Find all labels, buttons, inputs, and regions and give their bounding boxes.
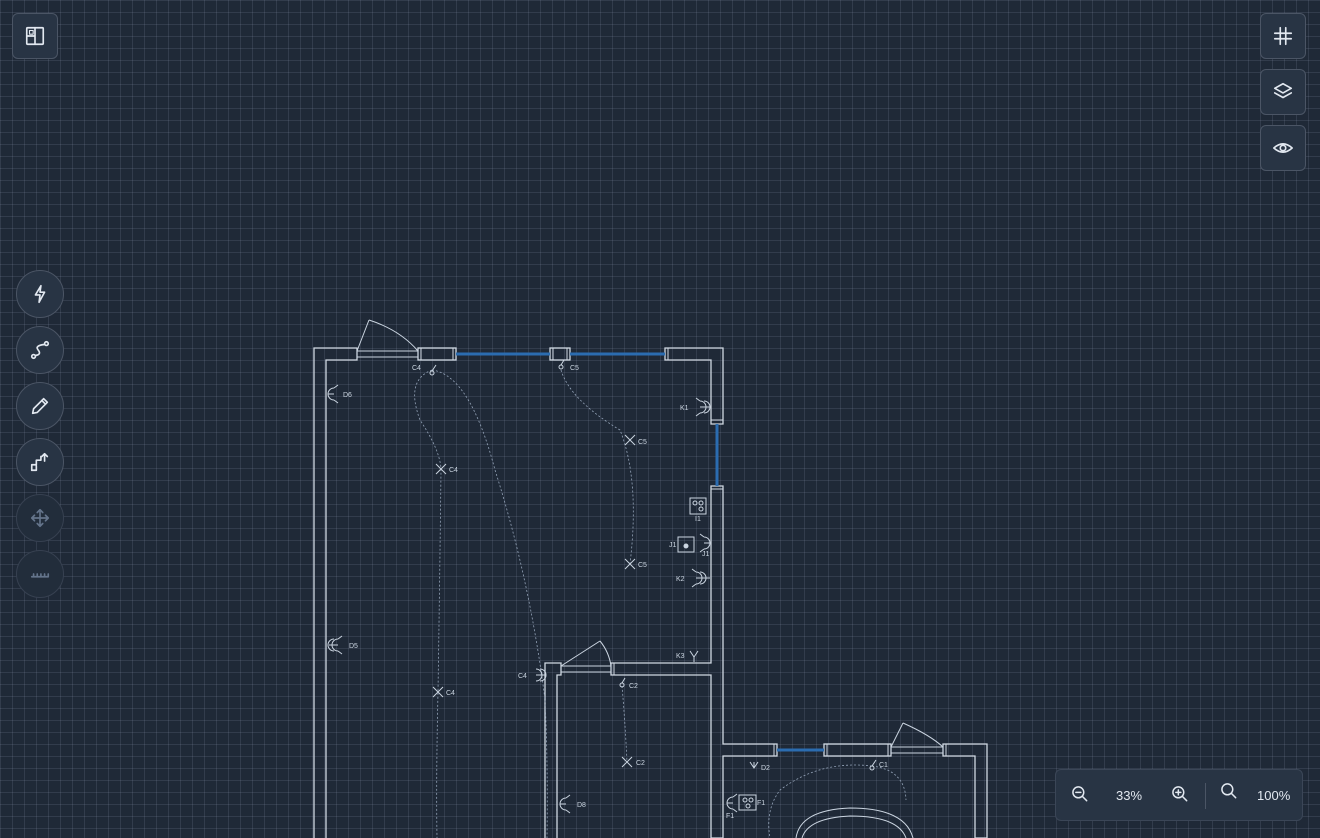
lightning-icon [29,283,51,305]
measure-tool-button[interactable] [16,550,64,598]
label-d6: D6 [343,392,352,399]
label-d5: D5 [349,643,358,650]
ruler-icon [29,563,51,585]
draw-tool-button[interactable] [16,382,64,430]
zoom-controls: 33% 100% [1055,769,1303,821]
eye-icon [1272,137,1294,159]
route-tool-button[interactable] [16,326,64,374]
layout-button[interactable] [12,13,58,59]
layers-button[interactable] [1260,69,1306,115]
zoom-level: 33% [1116,788,1143,803]
label-c5-light1: C5 [638,439,647,446]
label-d8: D8 [577,802,586,809]
label-c4-switch2: C4 [518,673,527,680]
zoom-out-icon [1072,786,1088,802]
search-icon [1221,783,1237,799]
label-j1-right: J1 [702,551,710,558]
plan-labels: C4 C5 D6 K1 C4 C5 I1 J1 J1 K2 C5 D5 C4 K… [343,365,888,820]
label-c4-door: C4 [412,365,421,372]
label-i1: I1 [695,516,701,523]
zoom-divider [1205,783,1206,809]
zoom-reset-label[interactable]: 100% [1257,788,1291,803]
wall-jambs [417,348,947,756]
label-k3: K3 [676,653,685,660]
label-c2-light: C2 [636,760,645,767]
zoom-in-button[interactable] [1170,784,1192,806]
electrical-tool-button[interactable] [16,270,64,318]
label-k1: K1 [680,405,689,412]
label-k2: K2 [676,576,685,583]
layers-icon [1272,81,1294,103]
route-icon [29,339,51,361]
label-f1-below: F1 [726,813,734,820]
hash-icon [1272,25,1294,47]
windows [456,352,824,752]
electrical-symbols [327,359,914,838]
visibility-button[interactable] [1260,125,1306,171]
zoom-out-button[interactable] [1070,784,1092,806]
label-c5-top: C5 [570,365,579,372]
stairs-icon [29,451,51,473]
zoom-reset-button[interactable] [1219,781,1241,803]
stairs-tool-button[interactable] [16,438,64,486]
pencil-icon [29,395,51,417]
move-tool-button[interactable] [16,494,64,542]
label-d2: D2 [761,765,770,772]
label-j1-left: J1 [669,542,677,549]
label-c4-light1: C4 [449,467,458,474]
grid-toggle-button[interactable] [1260,13,1306,59]
zoom-in-icon [1172,786,1188,802]
label-c1: C1 [879,762,888,769]
label-f1-right: F1 [757,800,765,807]
layout-icon [24,25,46,47]
label-c2-switch: C2 [629,683,638,690]
circuit-lines [414,369,907,838]
label-c4-light2: C4 [446,690,455,697]
doors [356,319,944,754]
move-icon [29,507,51,529]
label-c5-light2: C5 [638,562,647,569]
